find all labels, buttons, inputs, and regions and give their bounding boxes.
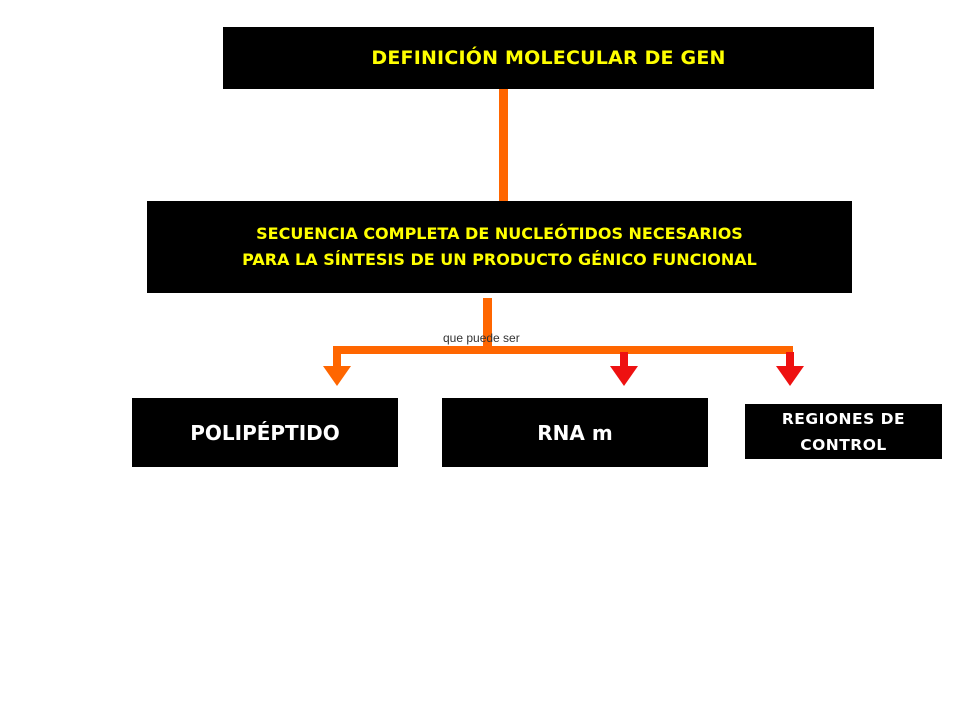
- diagram-title: DEFINICIÓN MOLECULAR DE GEN: [371, 47, 726, 69]
- outcome-polipeptido-label: POLIPÉPTIDO: [190, 420, 340, 445]
- arrow-rnam-shaft: [620, 352, 628, 368]
- outcome-rnam-label: RNA m: [537, 420, 613, 445]
- outcome-regiones-line-1: REGIONES DE: [781, 409, 906, 428]
- outcome-rnam-box: RNA m: [442, 398, 708, 467]
- connector-label: que puede ser: [443, 331, 520, 345]
- title-to-definition-line: [499, 80, 508, 204]
- branch-horizontal-line: [333, 346, 793, 354]
- definition-text: SECUENCIA COMPLETA DE NUCLEÓTIDOS NECESA…: [242, 221, 757, 273]
- outcome-regiones-line-2: CONTROL: [800, 435, 887, 454]
- outcome-polipeptido-box: POLIPÉPTIDO: [132, 398, 398, 467]
- definition-box: SECUENCIA COMPLETA DE NUCLEÓTIDOS NECESA…: [147, 201, 852, 293]
- definition-line-1: SECUENCIA COMPLETA DE NUCLEÓTIDOS NECESA…: [256, 224, 743, 243]
- outcome-regiones-box: REGIONES DE CONTROL: [745, 404, 942, 459]
- arrow-regiones-head: [776, 366, 804, 386]
- arrow-polipeptido-shaft: [333, 346, 341, 368]
- arrow-polipeptido-head: [323, 366, 351, 386]
- title-box: DEFINICIÓN MOLECULAR DE GEN: [223, 27, 874, 89]
- definition-to-branch-line: [483, 298, 492, 352]
- outcome-regiones-text: REGIONES DE CONTROL: [782, 406, 905, 458]
- definition-line-2: PARA LA SÍNTESIS DE UN PRODUCTO GÉNICO F…: [242, 250, 757, 269]
- arrow-rnam-head: [610, 366, 638, 386]
- arrow-regiones-shaft: [786, 352, 794, 368]
